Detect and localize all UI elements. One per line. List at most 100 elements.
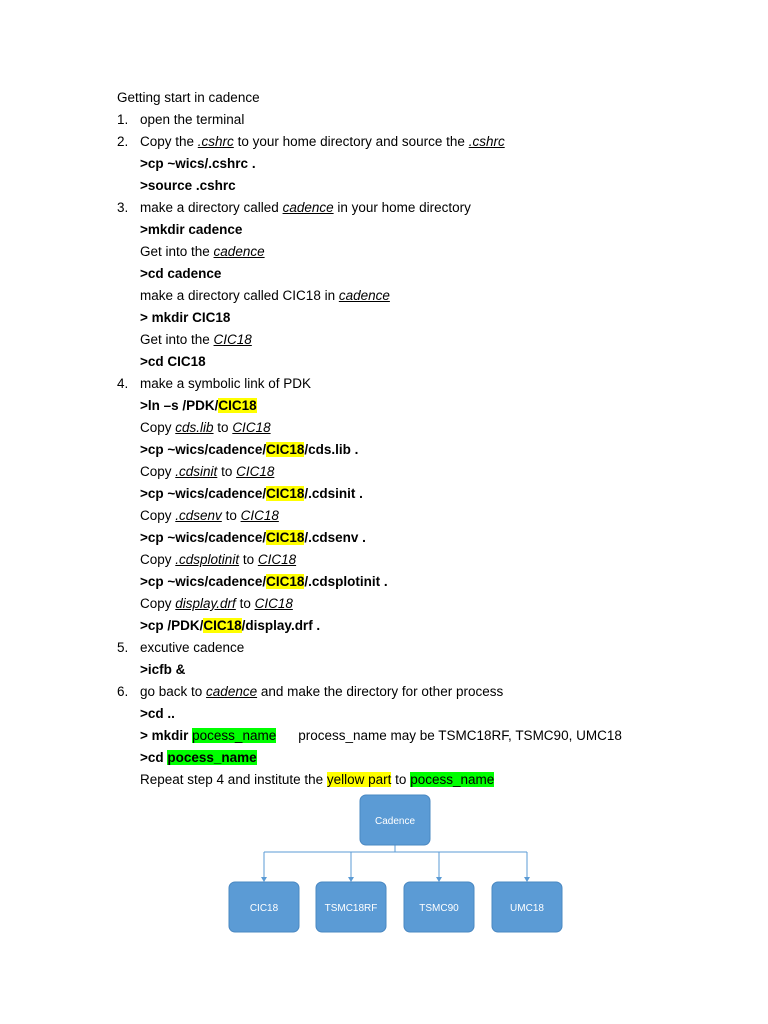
node-umc18: UMC18 <box>491 881 563 933</box>
filename-ref: .cdsplotinit <box>175 552 240 567</box>
text-run: Copy <box>140 596 176 611</box>
instruction-line: Repeat step 4 and institute the yellow p… <box>140 771 495 789</box>
text-run: Copy <box>140 464 176 479</box>
directory-ref: CIC18 <box>240 508 279 523</box>
text-run: to <box>391 772 411 787</box>
step-number: 4. <box>117 376 129 391</box>
command-line: >mkdir cadence <box>140 222 243 237</box>
node-tsmc18rf: TSMC18RF <box>315 881 387 933</box>
text-run: to <box>235 596 255 611</box>
step-1-text: open the terminal <box>140 112 245 127</box>
text-run: Repeat step 4 and institute the <box>140 772 327 787</box>
directory-ref: CIC18 <box>236 464 275 479</box>
command-line: >cd CIC18 <box>140 354 206 369</box>
step-3-text: make a directory called cadence in your … <box>140 199 471 217</box>
text-run: Copy <box>140 420 176 435</box>
highlight-yellow: CIC18 <box>266 530 305 545</box>
node-label: UMC18 <box>510 903 544 914</box>
highlight-yellow: yellow part <box>326 772 392 787</box>
filename-ref: .cshrc <box>197 134 234 149</box>
filename-ref: display.drf <box>175 596 236 611</box>
text-run: >ln –s /PDK/ <box>140 398 219 413</box>
directory-ref: CIC18 <box>257 552 297 567</box>
highlight-yellow: CIC18 <box>218 398 257 413</box>
text-run: >cp ~wics/cadence/ <box>140 442 267 457</box>
step-number: 3. <box>117 200 129 215</box>
step-number: 1. <box>117 112 129 127</box>
document-title: Getting start in cadence <box>117 90 260 105</box>
command-line: >cd cadence <box>140 266 222 281</box>
node-label: Cadence <box>375 816 415 827</box>
copy-instruction: Copy cds.lib to CIC18 <box>140 419 271 437</box>
text-run: >cd <box>140 750 168 765</box>
node-tsmc90: TSMC90 <box>403 881 475 933</box>
command-line: >icfb & <box>140 662 186 677</box>
text-run: to <box>213 420 233 435</box>
step-number: 6. <box>117 684 129 699</box>
diagram-connectors <box>261 845 530 882</box>
arrowhead <box>436 877 442 882</box>
node-label: CIC18 <box>250 903 279 914</box>
highlight-yellow: CIC18 <box>266 574 305 589</box>
step-6-text: go back to cadence and make the director… <box>140 683 503 701</box>
highlight-green: pocess_name <box>192 728 277 743</box>
highlight-yellow: CIC18 <box>203 618 242 633</box>
command-line: >source .cshrc <box>140 178 236 193</box>
node-cadence: Cadence <box>359 794 431 846</box>
arrowhead <box>261 877 267 882</box>
copy-instruction: Copy display.drf to CIC18 <box>140 595 293 613</box>
text-run: > mkdir <box>140 728 193 743</box>
text-run: /.cdsinit . <box>304 486 363 501</box>
command-line: > mkdir pocess_name process_name may be T… <box>140 727 622 745</box>
directory-ref: cadence <box>206 684 258 699</box>
copy-instruction: Copy .cdsenv to CIC18 <box>140 507 279 525</box>
text-run: Copy <box>140 552 176 567</box>
command-line: > mkdir CIC18 <box>140 310 231 325</box>
text-run: >cp ~wics/cadence/ <box>140 530 267 545</box>
directory-ref: CIC18 <box>232 420 271 435</box>
command-line: >ln –s /PDK/CIC18 <box>140 397 257 415</box>
highlight-yellow: CIC18 <box>266 486 305 501</box>
text-run: Copy the <box>140 134 198 149</box>
filename-ref: cds.lib <box>175 420 214 435</box>
text-run: >cp ~wics/cadence/ <box>140 486 267 501</box>
command-line: >cd .. <box>140 706 175 721</box>
filename-ref: .cdsinit <box>175 464 218 479</box>
text-run: make a directory called CIC18 in <box>140 288 339 303</box>
text-run: to <box>217 464 237 479</box>
text-run: in your home directory <box>333 200 471 215</box>
process-note: process_name may be TSMC18RF, TSMC90, UM… <box>298 728 622 743</box>
text-run: >cp /PDK/ <box>140 618 204 633</box>
command-line: >cp ~wics/cadence/CIC18/.cdsinit . <box>140 485 363 503</box>
text-run: /display.drf . <box>241 618 321 633</box>
step-number: 5. <box>117 640 129 655</box>
instruction-line: Get into the cadence <box>140 243 265 261</box>
highlight-yellow: CIC18 <box>266 442 305 457</box>
text-run: /.cdsenv . <box>304 530 366 545</box>
text-run: go back to <box>140 684 207 699</box>
text-run: and make the directory for other process <box>257 684 504 699</box>
text-run: to your home directory and source the <box>233 134 469 149</box>
directory-ref: CIC18 <box>213 332 252 347</box>
directory-ref: CIC18 <box>254 596 293 611</box>
step-2-text: Copy the .cshrc to your home directory a… <box>140 133 505 151</box>
command-line: >cp ~wics/cadence/CIC18/cds.lib . <box>140 441 358 459</box>
directory-ref: cadence <box>338 288 390 303</box>
copy-instruction: Copy .cdsinit to CIC18 <box>140 463 274 481</box>
text-run: /cds.lib . <box>304 442 359 457</box>
node-cic18: CIC18 <box>228 881 300 933</box>
step-number: 2. <box>117 134 129 149</box>
highlight-green: pocess_name <box>167 750 257 765</box>
arrowhead <box>524 877 530 882</box>
instruction-line: make a directory called CIC18 in cadence <box>140 287 390 305</box>
directory-ref: cadence <box>282 200 334 215</box>
step-5-text: excutive cadence <box>140 640 245 655</box>
command-line: >cp ~wics/.cshrc . <box>140 156 256 171</box>
command-line: >cp /PDK/CIC18/display.drf . <box>140 617 320 635</box>
text-run: make a directory called <box>140 200 283 215</box>
text-run: Get into the <box>140 332 214 347</box>
text-run: to <box>239 552 258 567</box>
text-run: Get into the <box>140 244 214 259</box>
arrowhead <box>348 877 354 882</box>
